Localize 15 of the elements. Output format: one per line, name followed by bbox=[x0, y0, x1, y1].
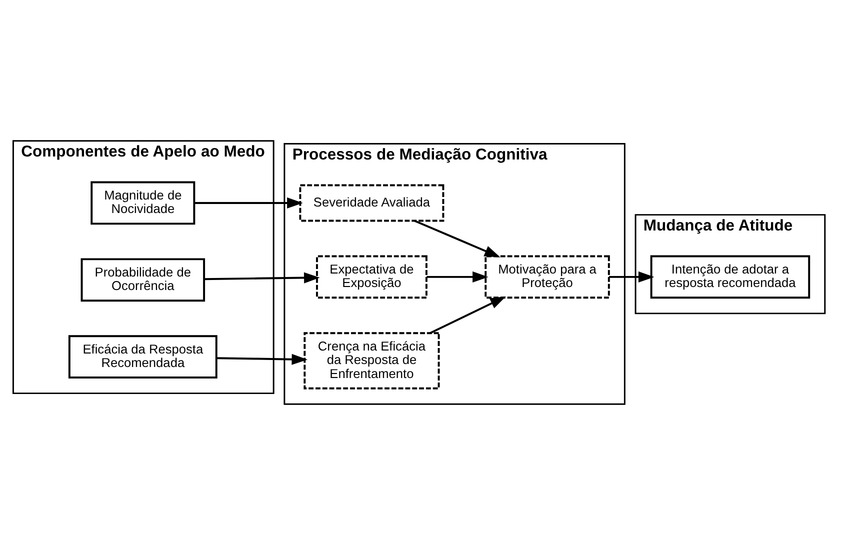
arrow bbox=[430, 296, 506, 334]
arrow bbox=[414, 219, 500, 257]
node-box: Probabilidade de Ocorrência bbox=[80, 258, 206, 302]
node-box: Motivação para a Proteção bbox=[484, 254, 610, 298]
arrow bbox=[204, 272, 320, 283]
arrow bbox=[216, 353, 308, 364]
arrow bbox=[194, 196, 303, 208]
node-box: Expectativa de Exposição bbox=[316, 254, 428, 298]
node-box: Crença na Eficácia da Resposta de Enfrentamento bbox=[304, 332, 440, 389]
node-box: Intenção de adotar a resposta recomendada bbox=[650, 254, 810, 298]
node-box: Severidade Avaliada bbox=[299, 184, 444, 222]
arrow bbox=[426, 270, 488, 282]
arrow bbox=[609, 270, 654, 282]
node-box: Magnitude de Nocividade bbox=[90, 180, 196, 224]
node-box: Eficácia da Resposta Recomendada bbox=[68, 334, 218, 378]
